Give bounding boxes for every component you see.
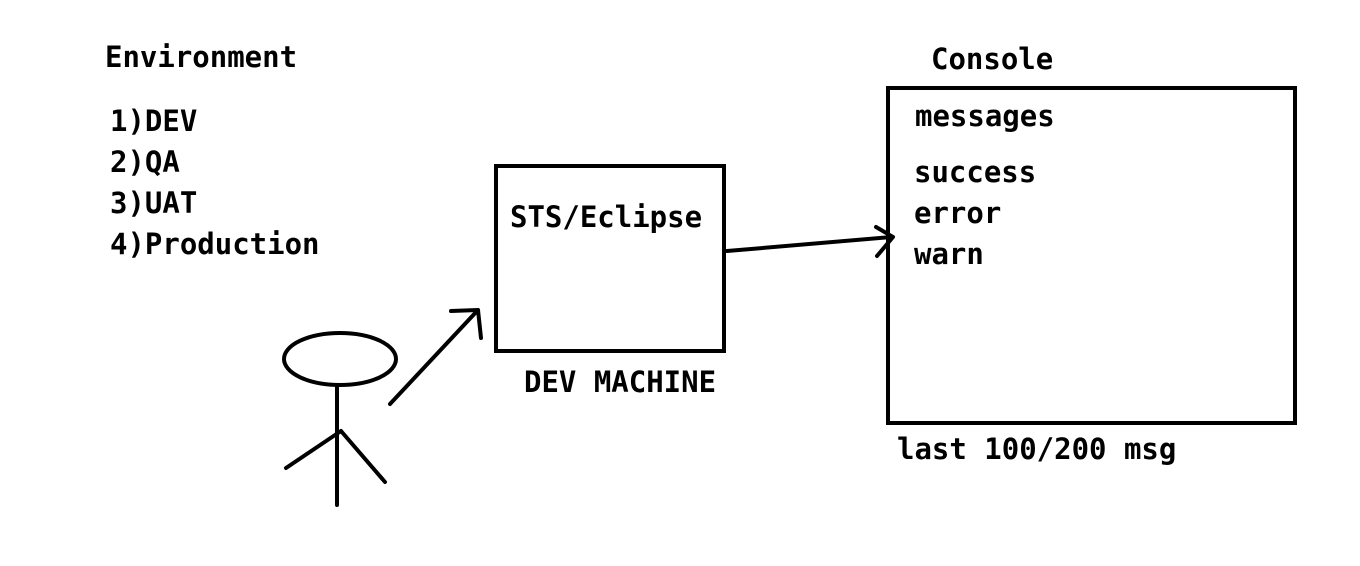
console-box — [886, 86, 1297, 425]
console-title: Console — [931, 42, 1054, 76]
console-level-warn: warn — [914, 237, 984, 271]
console-level-error: error — [914, 196, 1002, 230]
stick-figure-right-arm — [339, 429, 387, 484]
console-messages-header: messages — [915, 99, 1055, 133]
console-level-success: success — [914, 155, 1037, 189]
environment-item-qa: 2)QA — [110, 145, 180, 179]
stick-figure — [282, 331, 398, 507]
environment-item-production: 4)Production — [110, 227, 320, 261]
ide-label: STS/Eclipse — [510, 200, 703, 234]
environment-item-dev: 1)DEV — [110, 104, 198, 138]
environment-list: 1)DEV 2)QA 3)UAT 4)Production — [110, 101, 320, 265]
arrow-user-to-ide — [388, 308, 483, 406]
environment-title: Environment — [105, 40, 298, 74]
environment-item-uat: 3)UAT — [110, 186, 198, 220]
stick-figure-left-arm — [284, 429, 343, 470]
ide-box — [494, 164, 726, 353]
dev-machine-caption: DEV MACHINE — [524, 365, 717, 399]
console-caption: last 100/200 msg — [897, 432, 1177, 466]
stick-figure-head — [282, 331, 398, 387]
arrow-ide-to-console — [725, 225, 895, 258]
